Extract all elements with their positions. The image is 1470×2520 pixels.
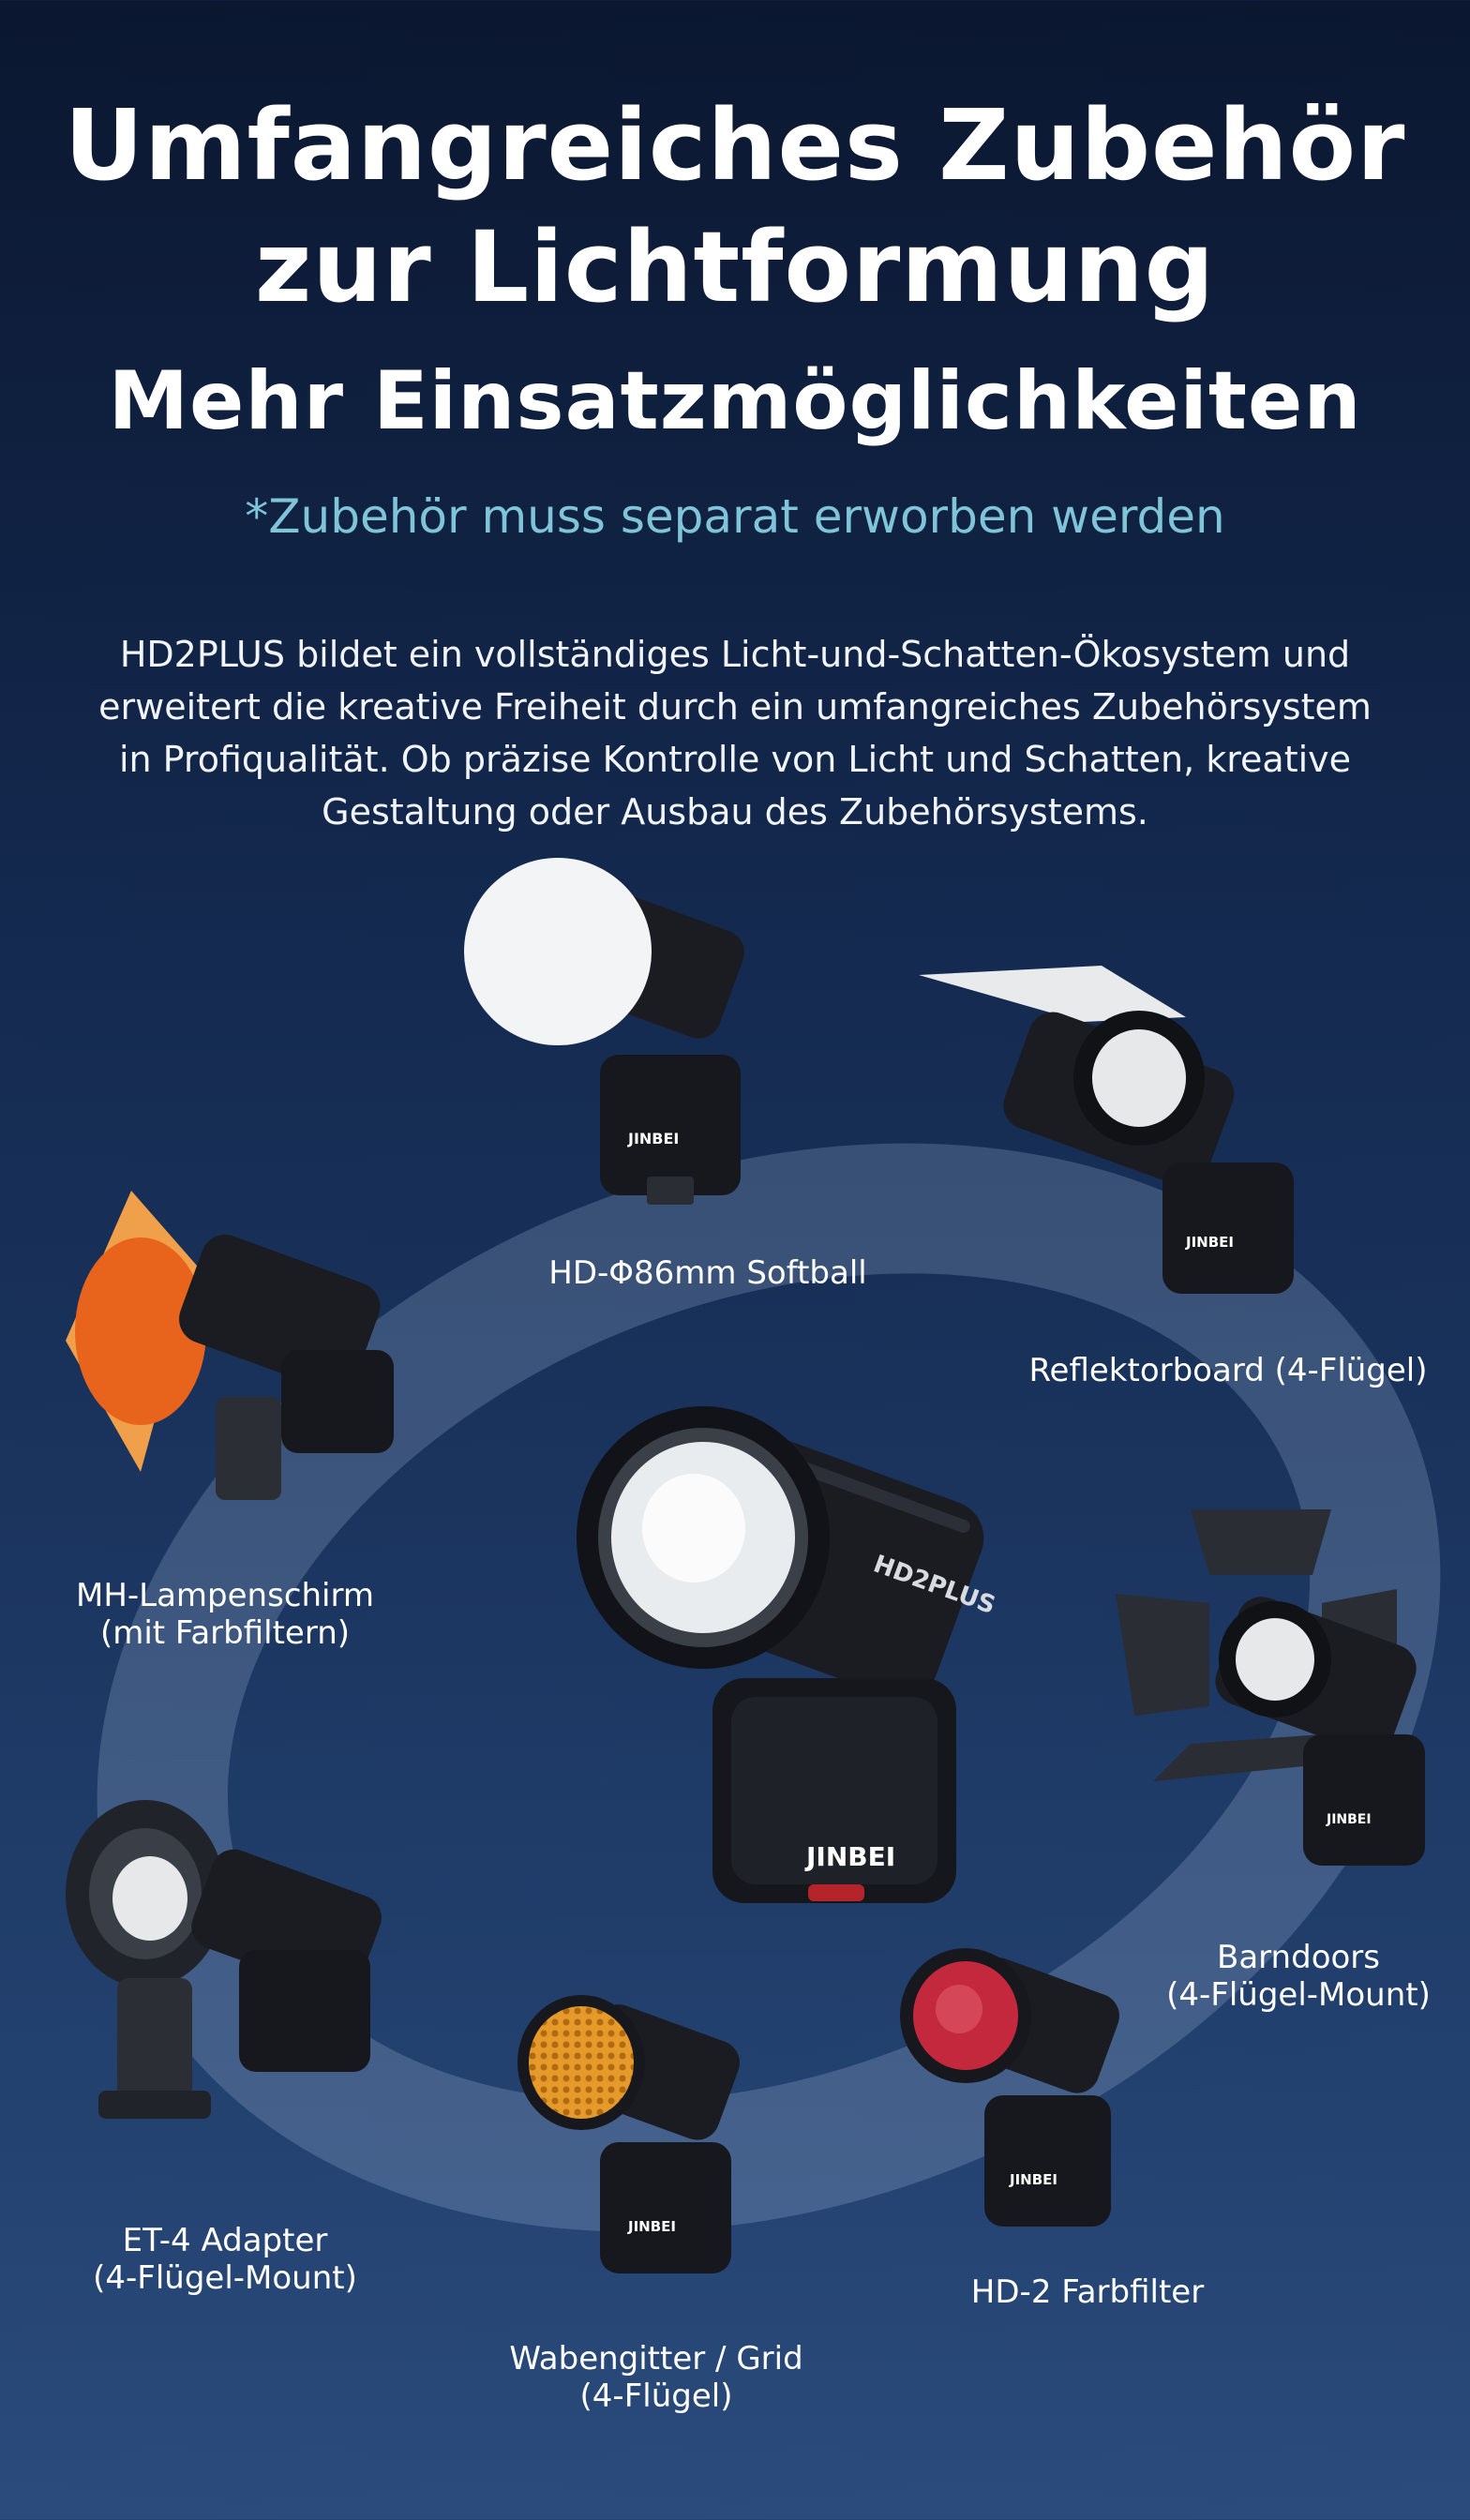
main-flash-brand: JINBEI [804,1841,895,1872]
svg-text:JINBEI: JINBEI [627,2218,676,2235]
main-flash-image: HD2PLUS JINBEI [577,1406,999,1903]
label-color-filter: HD-2 Farbfilter [970,2273,1205,2311]
svg-text:JINBEI: JINBEI [1326,1812,1372,1827]
softball-flash-image: JINBEI [464,858,744,1205]
purchase-note: *Zubehör muss separat erworben werden [245,489,1225,544]
label-mh-lampshade: MH-Lampenschirm (mit Farbfiltern) [75,1577,375,1652]
label-softball: HD-Φ86mm Softball [548,1254,867,1292]
label-reflector-board: Reflektorboard (4-Flügel) [1028,1352,1428,1389]
reflector-flash-image: JINBEI [919,966,1294,1294]
et4-adapter-flash-image [66,1800,382,2119]
svg-text:JINBEI: JINBEI [1185,1234,1234,1251]
svg-text:JINBEI: JINBEI [627,1130,679,1148]
barndoors-flash-image: JINBEI [1116,1509,1425,1866]
label-barndoors: Barndoors (4-Flügel-Mount) [1166,1939,1431,2014]
headline-line-1: Umfangreiches Zubehör [64,88,1406,202]
label-honeycomb-grid: Wabengitter / Grid (4-Flügel) [509,2340,803,2415]
product-description: HD2PLUS bildet ein vollständiges Licht-u… [98,634,1372,832]
color-filter-flash-image: JINBEI [900,1948,1119,2227]
subheadline: Mehr Einsatzmöglichkeiten [108,354,1362,448]
headline-line-2: zur Lichtformung [254,210,1216,324]
mh-lampshade-flash-image [66,1191,394,1500]
honeycomb-grid-flash-image: JINBEI [518,1995,740,2273]
label-et4-adapter: ET-4 Adapter (4-Flügel-Mount) [93,2222,357,2297]
svg-text:JINBEI: JINBEI [1009,2171,1058,2188]
